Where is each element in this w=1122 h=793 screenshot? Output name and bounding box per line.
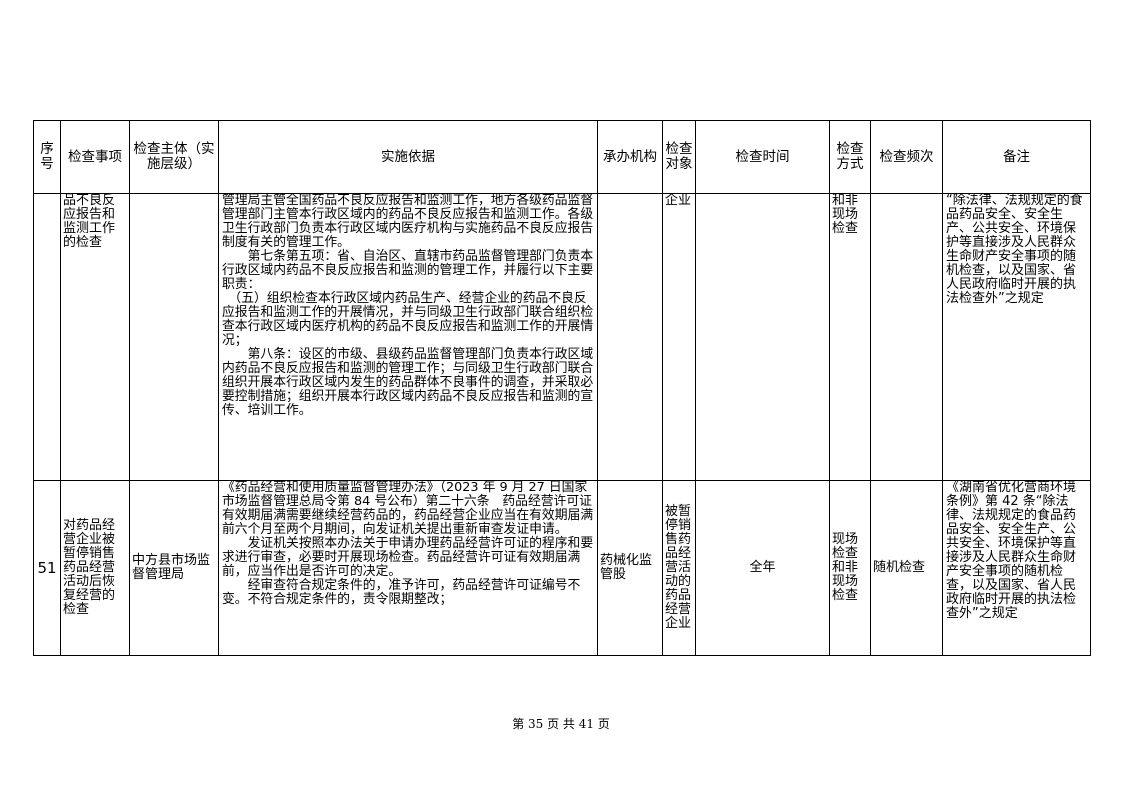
inspection-table: 序号 检查事项 检查主体（实施层级） 实施依据 承办机构 检查对象 检查时间 检… [33, 120, 1091, 656]
header-target: 检查对象 [662, 120, 696, 194]
cell-seq: 51 [33, 480, 61, 656]
cell-item: 品不良反应报告和监测工作的检查 [60, 193, 130, 481]
cell-agency [597, 193, 663, 481]
cell-subject: 中方县市场监督管理局 [129, 480, 219, 656]
header-agency: 承办机构 [597, 120, 663, 194]
table-row: 51 对药品经营企业被暂停销售药品经营活动后恢复经营的检查 中方县市场监督管理局… [33, 480, 1091, 656]
cell-target: 企业 [662, 193, 696, 481]
cell-subject [129, 193, 219, 481]
cell-basis: 管理局主管全国药品不良反应报告和监测工作，地方各级药品监督管理部门主管本行政区域… [218, 193, 598, 481]
header-seq: 序号 [33, 120, 61, 194]
cell-method: 现场检查和非现场检查 [829, 480, 871, 656]
header-item: 检查事项 [60, 120, 130, 194]
table-row: 品不良反应报告和监测工作的检查 管理局主管全国药品不良反应报告和监测工作，地方各… [33, 193, 1091, 481]
header-row: 序号 检查事项 检查主体（实施层级） 实施依据 承办机构 检查对象 检查时间 检… [33, 120, 1091, 194]
cell-seq [33, 193, 61, 481]
cell-frequency: 随机检查 [870, 480, 943, 656]
cell-notes: 《湖南省优化营商环境条例》第 42 条“除法律、法规规定的食品药品安全、安全生产… [942, 480, 1091, 656]
header-basis: 实施依据 [218, 120, 598, 194]
cell-basis: 《药品经营和使用质量监督管理办法》（2023 年 9 月 27 日国家市场监督管… [218, 480, 598, 656]
inspection-table-container: 序号 检查事项 检查主体（实施层级） 实施依据 承办机构 检查对象 检查时间 检… [33, 120, 1091, 656]
header-notes: 备注 [942, 120, 1091, 194]
cell-time [695, 193, 830, 481]
cell-notes: “除法律、法规规定的食品药品安全、安全生产、公共安全、环境保护等直接涉及人民群众… [942, 193, 1091, 481]
cell-frequency [870, 193, 943, 481]
cell-agency: 药械化监管股 [597, 480, 663, 656]
header-time: 检查时间 [695, 120, 830, 194]
cell-target: 被暂停销售药品经营活动的药品经营企业 [662, 480, 696, 656]
cell-item: 对药品经营企业被暂停销售药品经营活动后恢复经营的检查 [60, 480, 130, 656]
header-frequency: 检查频次 [870, 120, 943, 194]
header-subject: 检查主体（实施层级） [129, 120, 219, 194]
header-method: 检查方式 [829, 120, 871, 194]
cell-time: 全年 [695, 480, 830, 656]
page-number: 第 35 页 共 41 页 [512, 717, 610, 731]
cell-method: 和非现场检查 [829, 193, 871, 481]
